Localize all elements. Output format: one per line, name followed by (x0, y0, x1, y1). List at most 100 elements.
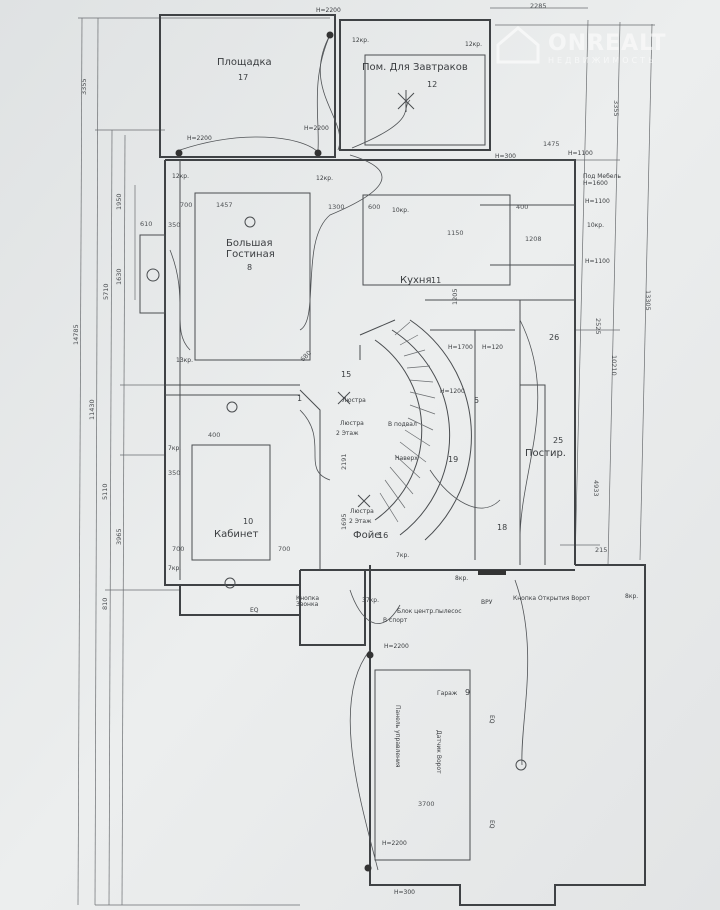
watermark-brand: ONREALT (548, 31, 667, 56)
dimension-label: 5110 (101, 483, 109, 500)
annotation-height: H=300 (394, 889, 415, 896)
room-label-living-2: Гостиная (226, 249, 275, 260)
ceiling-light-icon (175, 149, 183, 157)
house-logo-icon (496, 26, 540, 64)
room-num-bath: 5 (474, 396, 479, 405)
watermark-tagline: НЕДВИЖИМОСТЬ (548, 56, 657, 65)
light-fixtures (146, 31, 527, 872)
annotation-socket: 10кр. (587, 222, 604, 229)
dimension-label: 1457 (216, 201, 233, 209)
room-num-kitchen: 11 (431, 276, 441, 285)
annotations: Люстра Люстра 2 Этаж Люстра 2 Этаж В под… (168, 7, 638, 896)
annotation-socket: 37кр. (362, 597, 379, 604)
annotation-chandelier-2f: Люстра (340, 420, 364, 427)
room-label-laundry: Постир. (525, 448, 566, 459)
dimension-label: 400 (208, 431, 220, 439)
annotation-socket: 7кр. (168, 565, 181, 572)
annotation-socket: 7кр. (168, 445, 181, 452)
dimension-label: 13305 (644, 290, 652, 311)
dimension-labels: 3355 1950 610 5710 1630 14785 11430 5110… (72, 2, 652, 808)
annotation-socket: 7кр. (396, 552, 409, 559)
annotation-height: H=1100 (585, 198, 610, 205)
annotation-vacuum: Блок центр.пылесос (397, 608, 462, 615)
annotation-socket: 8кр. (455, 575, 468, 582)
annotation-gate-sensor: Датчик Ворот (435, 730, 442, 774)
watermark: ONREALT НЕДВИЖИМОСТЬ (496, 26, 667, 65)
wiring (169, 34, 539, 871)
annotation-eq: EQ (488, 715, 495, 724)
dimension-label: 1300 (328, 203, 345, 211)
room-label-living-1: Большая (226, 238, 273, 249)
garage-light-icon (515, 759, 527, 771)
room-labels: Площадка 17 Пом. Для Завтраков 12 Больша… (214, 57, 566, 697)
room-num-living: 8 (247, 263, 252, 272)
annotation-chandelier: Люстра (342, 397, 366, 404)
dimension-label: 14785 (72, 324, 80, 345)
dimension-lines-left (77, 17, 330, 906)
annotation-socket: 12кр. (316, 175, 333, 182)
room-num-26: 26 (549, 333, 559, 342)
annotation-height: H=1700 (448, 344, 473, 351)
annotation-gate-button: Кнопка Открытия Ворот (513, 595, 591, 602)
dimension-label: 3965 (115, 528, 123, 545)
annotation-height: H=2200 (187, 135, 212, 142)
dimension-label: 10210 (610, 355, 618, 376)
dimension-label: 700 (180, 201, 192, 209)
annotation-height: H=2200 (316, 7, 341, 14)
walls (139, 14, 646, 906)
dimension-label: 1695 (340, 513, 348, 530)
dimension-label: 2525 (594, 318, 602, 335)
fan-icon (226, 401, 238, 413)
room-num-foyer: 16 (378, 531, 388, 540)
annotation-upstairs: Наверх (395, 455, 418, 462)
room-num-laundry: 25 (553, 436, 563, 445)
ceiling-light-icon (314, 149, 322, 157)
annotation-height: H=1600 (583, 180, 608, 187)
annotation-socket: 12кр. (352, 37, 369, 44)
annotation-control-panel: Панель управления (394, 705, 401, 768)
room-outlines (191, 54, 575, 861)
dimension-label: 3355 (80, 78, 88, 95)
dimension-label: 1475 (543, 140, 560, 148)
dimension-label: 350 (168, 221, 180, 229)
annotation-bell: Звонка (296, 601, 319, 608)
annotation-height: H=2200 (304, 125, 329, 132)
ceiling-light-icon (364, 864, 372, 872)
dimension-label: 610 (140, 220, 152, 228)
room-label-study: Кабинет (214, 529, 259, 540)
annotation-height: H=1100 (585, 258, 610, 265)
dimension-label: 5710 (102, 283, 110, 300)
dimension-label: 3355 (612, 100, 620, 117)
dimension-label: 1630 (115, 268, 123, 285)
dimension-label: 215 (595, 546, 607, 554)
dimension-label: 1150 (447, 229, 464, 237)
annotation-eq: EQ (488, 820, 495, 829)
annotation-socket: 12кр. (172, 173, 189, 180)
dimension-label: 3700 (418, 800, 435, 808)
dimension-label: 350 (168, 469, 180, 477)
dimension-label: 600 (368, 203, 380, 211)
annotation-basement: В подвал (388, 421, 417, 428)
annotation-height: H=2200 (382, 840, 407, 847)
annotation-socket: 12кр. (465, 41, 482, 48)
annotation-chandelier-2f: 2 Этаж (336, 430, 359, 437)
electrical-panel-icon (478, 570, 506, 575)
dimension-lines-right (490, 7, 655, 566)
dimension-label: 11430 (88, 399, 96, 420)
annotation-height: H=2200 (384, 643, 409, 650)
annotation-chandelier-2f: 2 Этаж (349, 518, 372, 525)
dimension-label: 810 (101, 598, 109, 610)
annotation-height: H=120 (482, 344, 503, 351)
dimension-label: 700 (172, 545, 184, 553)
annotation-height: H=1100 (568, 150, 593, 157)
dimension-label: 4933 (592, 480, 600, 497)
annotation-eq: EQ (250, 607, 259, 614)
room-num-19: 19 (448, 455, 458, 464)
room-num-landing: 17 (238, 73, 248, 82)
annotation-socket: 13кр. (176, 357, 193, 364)
annotation-furniture: Под Мебель (583, 173, 621, 180)
annotation-socket: 10кр. (392, 207, 409, 214)
room-label-kitchen: Кухня (400, 275, 432, 286)
room-label-breakfast: Пом. Для Завтраков (362, 62, 468, 73)
